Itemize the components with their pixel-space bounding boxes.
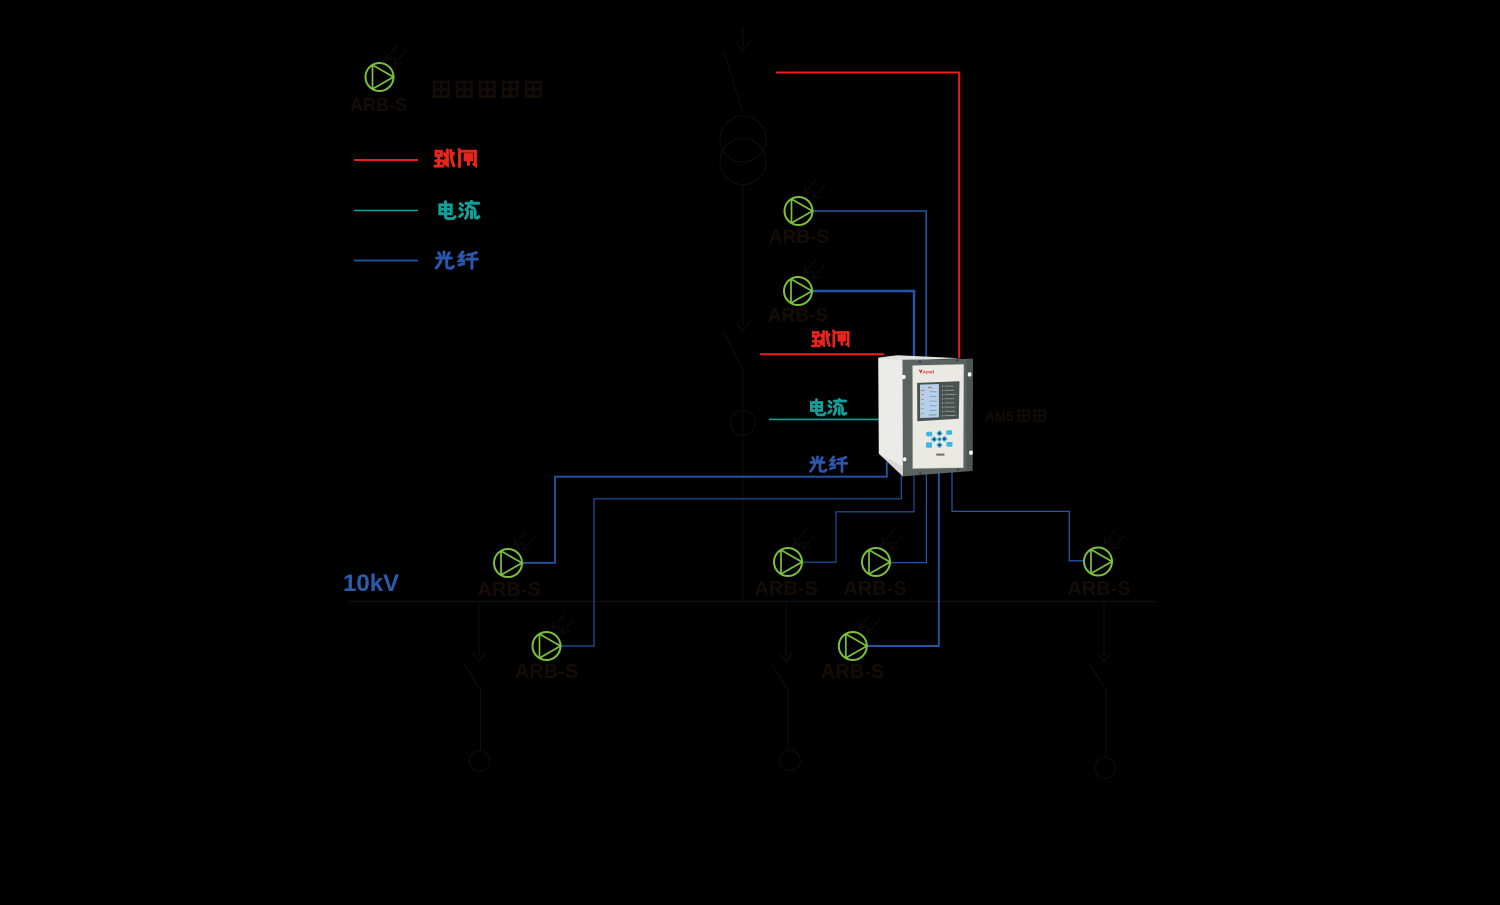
svg-text:ARB-S: ARB-S (754, 578, 817, 600)
svg-text:ARB-S: ARB-S (768, 306, 828, 327)
svg-text:ARB-S: ARB-S (821, 661, 884, 683)
svg-text:Acrel: Acrel (923, 369, 935, 374)
svg-text:ARB-S: ARB-S (769, 227, 829, 248)
svg-text:AM5: AM5 (985, 409, 1014, 424)
svg-text:ARB-S: ARB-S (350, 95, 407, 115)
svg-text:ARB-S: ARB-S (477, 579, 540, 601)
svg-text:ARB-S: ARB-S (1067, 578, 1130, 600)
svg-text:ARB-S: ARB-S (515, 661, 578, 683)
svg-text:10kV: 10kV (343, 570, 399, 597)
svg-text:ARB-S: ARB-S (843, 578, 906, 600)
